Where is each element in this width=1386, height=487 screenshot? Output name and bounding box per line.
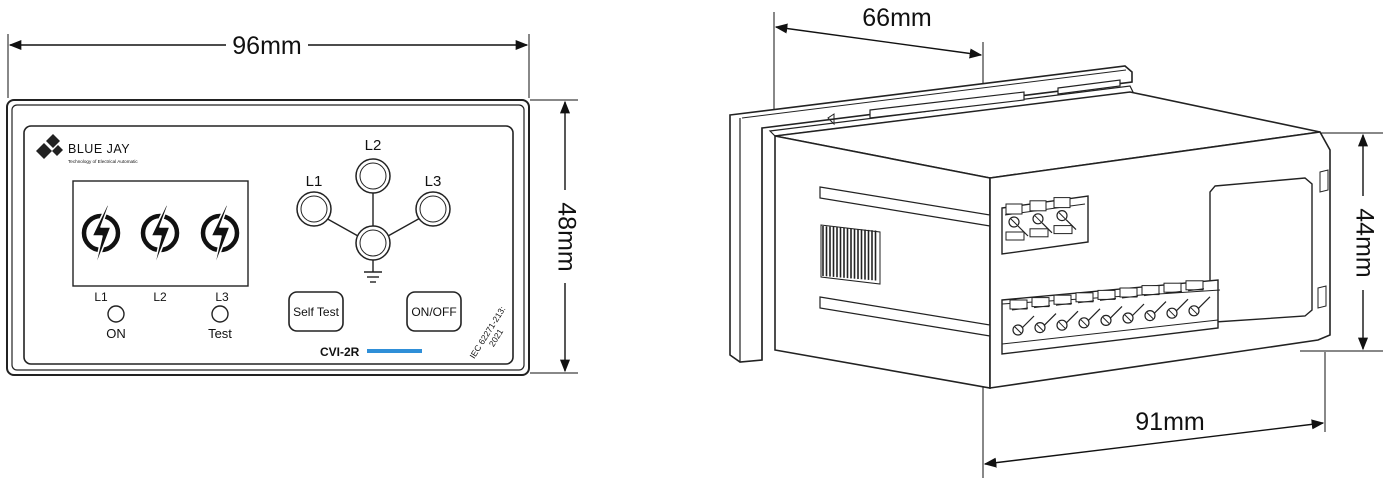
phase-l3-socket xyxy=(415,191,451,227)
on-off-label: ON/OFF xyxy=(411,305,456,319)
self-test-button[interactable]: Self Test xyxy=(288,291,344,332)
lightning-icon xyxy=(81,204,121,272)
phase-diagram: L2 L1 L3 xyxy=(296,137,451,283)
phase-label-l2: L2 xyxy=(365,137,382,154)
phase-label-l1: L1 xyxy=(306,173,323,190)
front-depth-dim-label: 66mm xyxy=(862,4,931,32)
logo-mark-icon xyxy=(36,134,63,159)
lightning-icon xyxy=(200,204,240,272)
front-view: 96mm 48mm BLUE JAY Technology of Electri… xyxy=(6,32,580,376)
upper-terminal-block xyxy=(1001,195,1089,255)
led-label-l2: L2 xyxy=(153,290,167,304)
earth-socket xyxy=(355,225,391,261)
accent-bar xyxy=(367,349,422,353)
phase-label-l3: L3 xyxy=(425,173,442,190)
total-depth-dimension: 91mm xyxy=(983,352,1326,468)
lightning-icon xyxy=(140,204,180,272)
self-test-label: Self Test xyxy=(293,305,339,319)
width-dim-label: 96mm xyxy=(232,32,301,60)
bezel-inner-line xyxy=(11,104,525,371)
phase-l1-socket xyxy=(296,191,332,227)
on-indicator-label: ON xyxy=(106,326,126,341)
model-name: CVI-2R xyxy=(320,345,360,359)
label-window xyxy=(1209,177,1313,323)
on-indicator-led xyxy=(107,305,125,323)
left-side-face xyxy=(774,135,991,389)
brand-logo: BLUE JAY Technology of Electrical Automa… xyxy=(36,134,138,164)
lower-terminal-block xyxy=(1001,279,1221,355)
side-height-dim-label: 44mm xyxy=(1350,208,1378,277)
width-dimension: 96mm xyxy=(7,32,530,98)
brand-name: BLUE JAY xyxy=(68,142,130,156)
side-bezel xyxy=(729,65,1133,363)
height-dim-label: 48mm xyxy=(552,202,580,271)
test-indicator-led xyxy=(211,305,229,323)
outer-bezel xyxy=(6,99,530,376)
vent-grille xyxy=(820,224,881,285)
led-label-l1: L1 xyxy=(94,290,108,304)
ground-icon xyxy=(364,271,382,283)
on-off-button[interactable]: ON/OFF xyxy=(406,291,462,332)
phase-l2-socket xyxy=(355,158,391,194)
front-panel xyxy=(23,125,514,365)
led-label-l3: L3 xyxy=(215,290,229,304)
total-depth-dim-label: 91mm xyxy=(1135,408,1204,436)
test-indicator-label: Test xyxy=(208,326,232,341)
side-view: 66mm 91mm 44mm xyxy=(729,4,1383,478)
lightning-icons xyxy=(81,204,240,272)
height-dimension: 48mm xyxy=(530,99,580,374)
brand-tagline: Technology of Electrical Automatic xyxy=(68,159,138,164)
